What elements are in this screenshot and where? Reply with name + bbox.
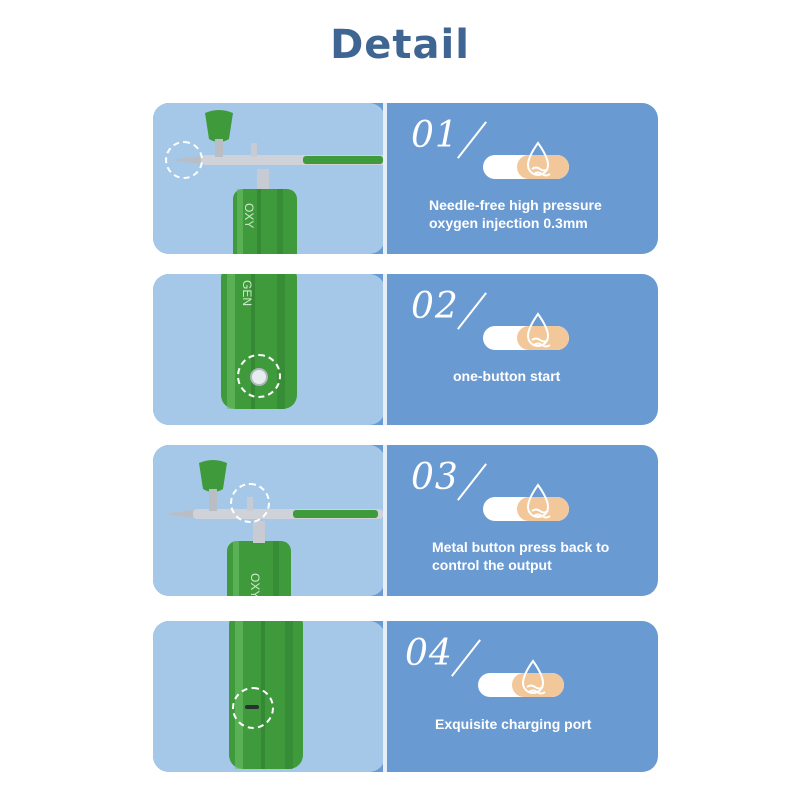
product-photo-charging-port xyxy=(153,621,385,772)
feature-card-2: GEN 02 one-button start xyxy=(153,274,658,425)
highlight-nozzle xyxy=(165,141,203,179)
water-drop-icon xyxy=(526,312,551,348)
pill-indicator xyxy=(478,673,564,697)
bottle-label-bottom: GEN xyxy=(240,280,254,307)
card-divider xyxy=(383,621,387,772)
card-divider xyxy=(383,103,387,254)
feature-number: 02 xyxy=(411,286,459,327)
feature-description-line1: Needle-free high pressure xyxy=(429,197,602,213)
pill-indicator xyxy=(483,155,569,179)
water-drop-icon xyxy=(521,659,546,695)
card-divider xyxy=(383,445,387,596)
number-slash xyxy=(457,463,487,501)
feature-number: 04 xyxy=(405,633,453,674)
feature-number: 03 xyxy=(411,457,459,498)
feature-description-line2: control the output xyxy=(432,557,552,573)
highlight-metal-button xyxy=(230,483,270,523)
product-photo-airbrush-top: OXY xyxy=(153,103,385,254)
number-slash xyxy=(457,292,487,330)
pill-indicator xyxy=(483,326,569,350)
water-drop-icon xyxy=(526,483,551,519)
feature-card-3: OXY 03 Metal button press back to contro… xyxy=(153,445,658,596)
number-slash xyxy=(457,121,487,159)
feature-description-line2: oxygen injection 0.3mm xyxy=(429,215,588,231)
feature-number: 01 xyxy=(411,115,459,156)
page-title: Detail xyxy=(330,22,470,68)
highlight-charging-port xyxy=(232,687,274,729)
card-divider xyxy=(383,274,387,425)
bottle-label-top: OXY xyxy=(242,203,256,229)
feature-card-4: 04 Exquisite charging port xyxy=(153,621,658,772)
number-slash xyxy=(451,639,481,677)
feature-card-1: OXY 01 Needle-free high pressure oxygen … xyxy=(153,103,658,254)
feature-description-line1: Exquisite charging port xyxy=(435,716,592,732)
water-drop-icon xyxy=(526,141,551,177)
highlight-button xyxy=(237,354,281,398)
feature-description-line1: Metal button press back to xyxy=(432,539,610,555)
product-photo-bottle-button: GEN xyxy=(153,274,385,425)
product-photo-metal-button: OXY xyxy=(153,445,385,596)
feature-description-line1: one-button start xyxy=(453,368,561,384)
bottle-label-top: OXY xyxy=(248,573,262,596)
